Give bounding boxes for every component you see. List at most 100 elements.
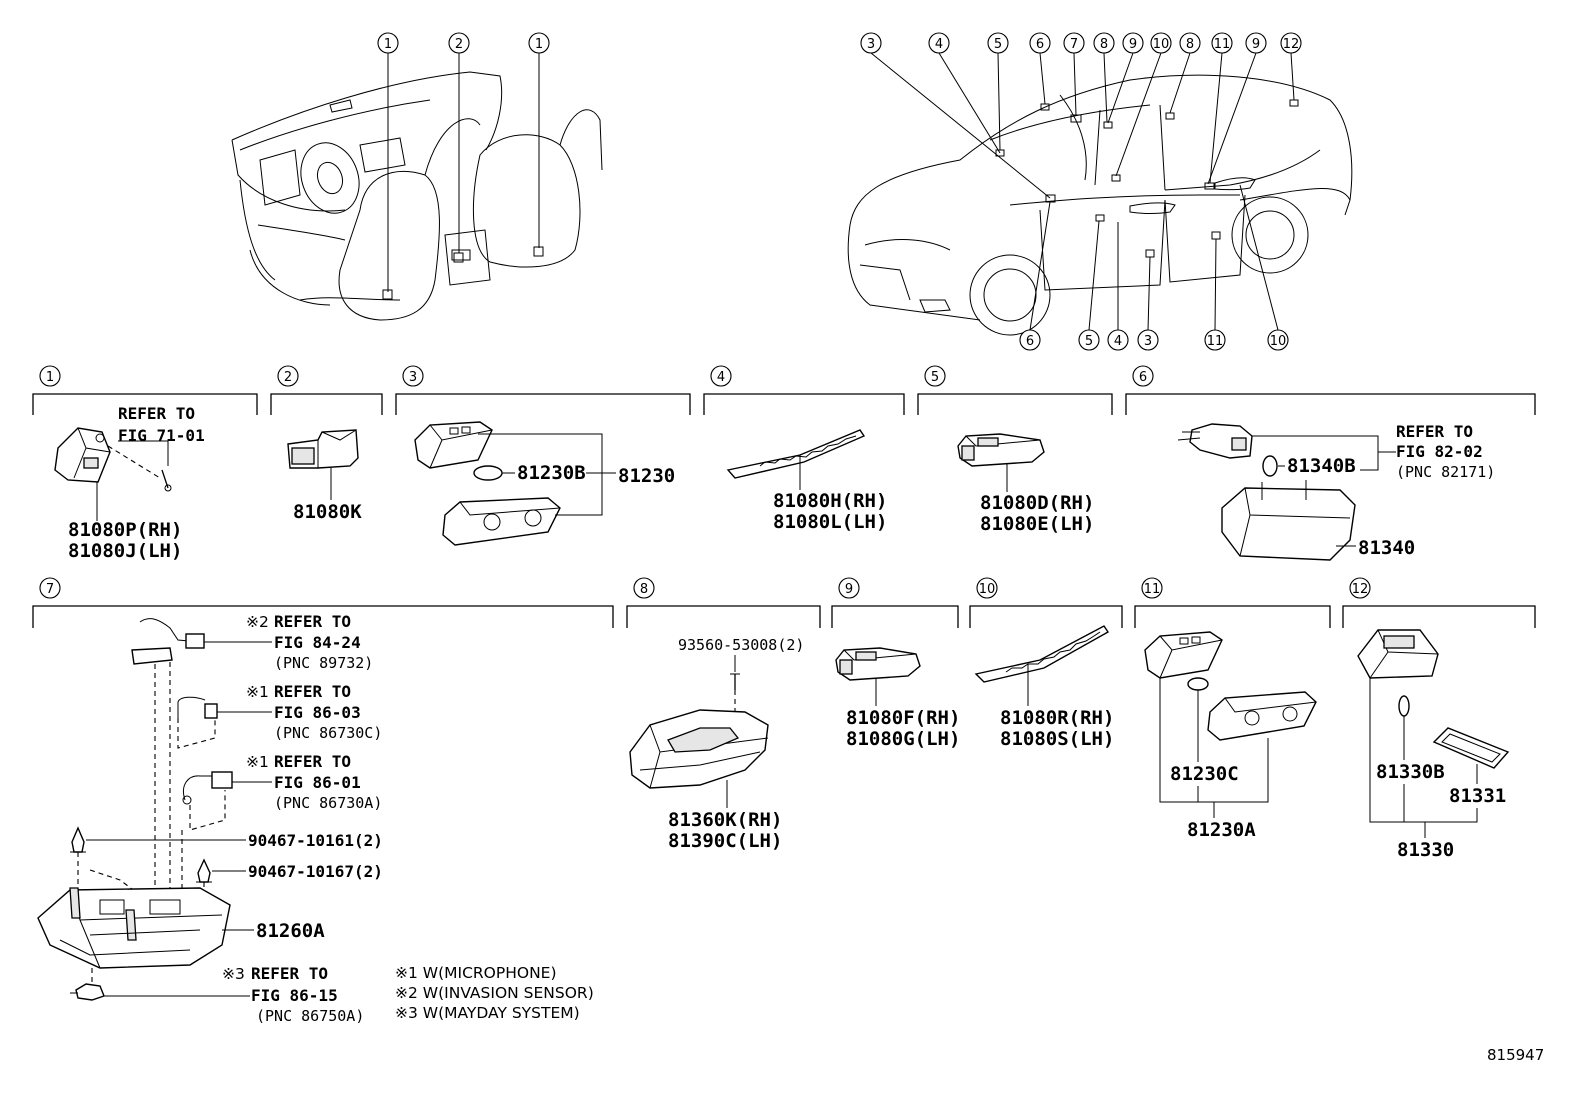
interior-callout-2: 2 xyxy=(448,32,470,54)
part-number[interactable]: 81230 xyxy=(618,465,675,487)
wire-harness-2-illustration xyxy=(177,696,218,719)
svg-text:8: 8 xyxy=(1186,37,1194,52)
note-microphone: ※1 W(MICROPHONE) xyxy=(395,964,557,982)
section-number-6: 6 xyxy=(1132,365,1154,387)
part-number[interactable]: 81080S(LH) xyxy=(1000,728,1114,750)
part-81330-lamp-illustration xyxy=(1357,629,1510,769)
part-number[interactable]: 81330B xyxy=(1376,761,1445,783)
svg-text:11: 11 xyxy=(1214,37,1231,52)
part-number[interactable]: 81260A xyxy=(256,920,325,942)
car-callout-6: 6 xyxy=(1029,32,1051,54)
wire-harness-3-illustration xyxy=(182,771,233,805)
part-number[interactable]: 81330 xyxy=(1397,839,1454,861)
part-number[interactable]: 81080P(RH) xyxy=(68,519,182,541)
part-number[interactable]: 81080E(LH) xyxy=(980,513,1094,535)
section-number-7: 7 xyxy=(39,577,61,599)
note-invasion-sensor: ※2 W(INVASION SENSOR) xyxy=(395,984,594,1002)
svg-text:11: 11 xyxy=(1144,582,1161,597)
section-number-3: 3 xyxy=(402,365,424,387)
car-callout-10a: 10 xyxy=(1150,32,1172,54)
pnc-label: (PNC 86730C) xyxy=(274,724,382,742)
part-number[interactable]: 81230B xyxy=(517,462,586,484)
part-number[interactable]: 93560-53008(2) xyxy=(678,636,804,654)
svg-text:9: 9 xyxy=(845,582,853,597)
refer-to-label: REFER TO xyxy=(274,682,351,701)
svg-text:4: 4 xyxy=(935,37,943,52)
section-number-9: 9 xyxy=(838,577,860,599)
part-number[interactable]: 81230A xyxy=(1187,819,1256,841)
note-mark: ※2 xyxy=(246,613,269,631)
part-number[interactable]: 81360K(RH) xyxy=(668,809,782,831)
refer-fig-label: FIG 82-02 xyxy=(1396,442,1483,461)
svg-text:12: 12 xyxy=(1352,582,1369,597)
svg-text:6: 6 xyxy=(1026,334,1034,349)
car-overview-illustration xyxy=(847,74,1353,336)
svg-text:7: 7 xyxy=(46,582,54,597)
part-number[interactable]: 81230C xyxy=(1170,763,1239,785)
part-number[interactable]: 81340 xyxy=(1358,537,1415,559)
refer-fig-label: FIG 86-01 xyxy=(274,773,361,792)
part-81080F-lamp-illustration xyxy=(835,647,921,681)
car-callout-11b: 11 xyxy=(1204,329,1226,351)
section-number-8: 8 xyxy=(633,577,655,599)
interior-callout-1a: 1 xyxy=(377,32,399,54)
svg-text:6: 6 xyxy=(1036,37,1044,52)
part-number[interactable]: 81080H(RH) xyxy=(773,490,887,512)
svg-text:3: 3 xyxy=(409,370,417,385)
svg-text:1: 1 xyxy=(535,37,543,52)
car-callout-9a: 9 xyxy=(1122,32,1144,54)
car-callout-3b: 3 xyxy=(1137,329,1159,351)
svg-text:2: 2 xyxy=(455,37,463,52)
part-number[interactable]: 81340B xyxy=(1287,455,1356,477)
section-number-2: 2 xyxy=(277,365,299,387)
clip-icon xyxy=(70,826,86,853)
part-number[interactable]: 81080R(RH) xyxy=(1000,707,1114,729)
refer-to-label: REFER TO xyxy=(118,404,195,423)
car-callout-12: 12 xyxy=(1280,32,1302,54)
part-number[interactable]: 81080G(LH) xyxy=(846,728,960,750)
part-number[interactable]: 81390C(LH) xyxy=(668,830,782,852)
refer-to-label: REFER TO xyxy=(274,612,351,631)
refer-fig-label: FIG 84-24 xyxy=(274,633,361,652)
wire-harness-1-illustration xyxy=(131,618,205,665)
part-number[interactable]: 81080D(RH) xyxy=(980,492,1094,514)
car-callout-8b: 8 xyxy=(1179,32,1201,54)
car-callout-5: 5 xyxy=(987,32,1009,54)
note-mayday-system: ※3 W(MAYDAY SYSTEM) xyxy=(395,1004,580,1022)
refer-fig-label: FIG 86-15 xyxy=(251,986,338,1005)
part-81360K-map-lamp-illustration xyxy=(629,709,769,789)
pnc-label: (PNC 82171) xyxy=(1396,463,1495,481)
part-number[interactable]: 81331 xyxy=(1449,785,1506,807)
part-number[interactable]: 81080K xyxy=(293,501,362,523)
car-callout-6b: 6 xyxy=(1019,329,1041,351)
part-81080K-lamp-illustration xyxy=(287,429,359,469)
svg-text:1: 1 xyxy=(384,37,392,52)
refer-to-label: REFER TO xyxy=(1396,422,1473,441)
svg-text:5: 5 xyxy=(994,37,1002,52)
pnc-label: (PNC 86730A) xyxy=(274,794,382,812)
car-callout-11a: 11 xyxy=(1211,32,1233,54)
svg-text:3: 3 xyxy=(1144,334,1152,349)
screw-icon xyxy=(730,673,740,690)
part-81080H-lamp-strip-illustration xyxy=(726,429,866,479)
part-number[interactable]: 90467-10167(2) xyxy=(248,862,383,881)
part-81260A-console-illustration xyxy=(37,887,231,969)
svg-text:12: 12 xyxy=(1283,37,1300,52)
svg-text:3: 3 xyxy=(867,37,875,52)
part-number[interactable]: 90467-10161(2) xyxy=(248,831,383,850)
car-callout-4: 4 xyxy=(928,32,950,54)
svg-text:10: 10 xyxy=(979,582,996,597)
car-callout-7: 7 xyxy=(1063,32,1085,54)
section-headers-row1 xyxy=(32,393,1536,415)
section-number-10: 10 xyxy=(976,577,998,599)
svg-text:9: 9 xyxy=(1252,37,1260,52)
part-number[interactable]: 81080L(LH) xyxy=(773,511,887,533)
part-number[interactable]: 81080F(RH) xyxy=(846,707,960,729)
car-callout-10b: 10 xyxy=(1267,329,1289,351)
svg-text:4: 4 xyxy=(1114,334,1122,349)
interior-overview-illustration xyxy=(231,71,603,321)
part-number[interactable]: 81080J(LH) xyxy=(68,540,182,562)
part-81230A-lamp-illustration xyxy=(1144,631,1317,741)
note-mark: ※1 xyxy=(246,753,269,771)
